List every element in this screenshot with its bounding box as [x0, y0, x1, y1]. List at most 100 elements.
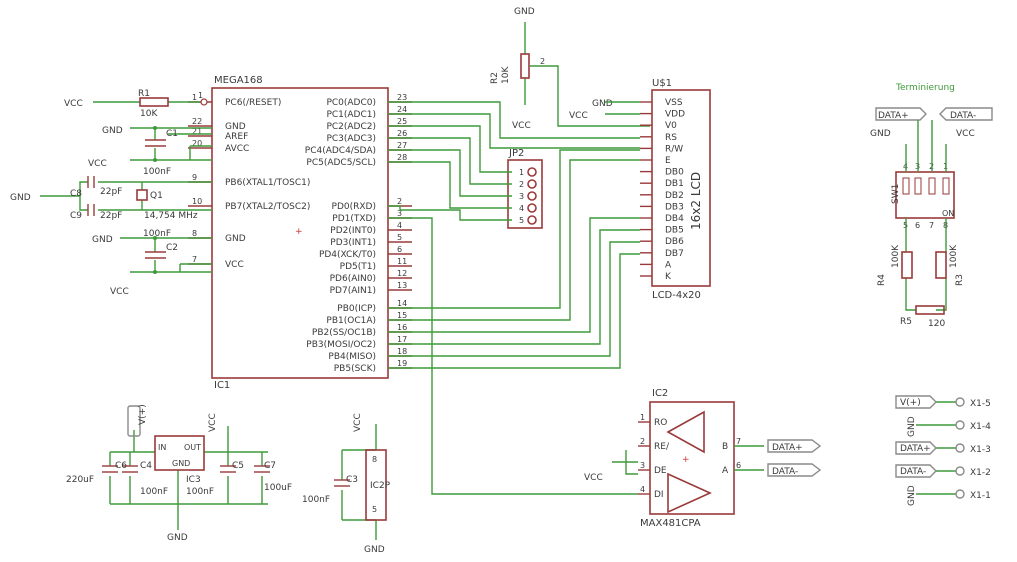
- x1-pin-label: X1-1: [970, 491, 991, 501]
- ic1-right-pin-label: PD7(AIN1): [330, 286, 376, 296]
- ic2-ref: IC2: [652, 388, 668, 399]
- q1-ref: Q1: [150, 191, 163, 201]
- c2-ref: C2: [166, 243, 178, 253]
- x1-pin-ring: [955, 443, 965, 453]
- x1-signal-label: GND: [907, 416, 917, 437]
- ic1-right-pin-label: PB0(ICP): [337, 304, 376, 314]
- bus-wiring: [388, 101, 640, 495]
- ic3-in-label: IN: [158, 443, 166, 452]
- ic1-left-pin-num: 22: [192, 117, 202, 126]
- ic1-name: MEGA168: [214, 75, 263, 86]
- ic1-right-pin-label: PB1(OC1A): [326, 316, 376, 326]
- ic1-right-pin-num: 25: [397, 117, 407, 126]
- ic1-left-pin-label: PB7(XTAL2/TOSC2): [225, 202, 310, 212]
- ic2p-vcc-label: VCC: [353, 413, 363, 432]
- ic1-right-pin-label: PD0(RXD): [332, 202, 376, 212]
- lcd-pin-label: DB3: [665, 202, 684, 212]
- ic2-pin-num: 4: [640, 485, 645, 494]
- ic1-left-pin-label: PB6(XTAL1/TOSC1): [225, 178, 310, 188]
- ic2p-pin-bottom: 5: [372, 505, 377, 514]
- lcd-pin-label: A: [665, 260, 672, 270]
- r4-ref: R4: [877, 274, 887, 286]
- ic2-out-pin-label: B: [722, 442, 728, 452]
- vcc-dec-vcc-label: VCC: [110, 287, 129, 297]
- r1-value: 10K: [140, 109, 158, 119]
- crystal-gnd-label: GND: [10, 193, 31, 203]
- ic1-right-pin-label: PB3(MOSI/OC2): [306, 340, 376, 350]
- lcd-pin-label: R/W: [665, 144, 683, 154]
- c9-value: 22pF: [100, 211, 122, 221]
- crystal-circuit: GND C8 22pF C9 22pF Q1 14,754 MHz: [10, 176, 212, 221]
- ic1-right-pin-label: PC0(ADC0): [326, 98, 376, 108]
- ic1-right-pin-label: PD2(INT0): [330, 226, 376, 236]
- vcc-dec-gnd-label: GND: [92, 235, 113, 245]
- lcd-pin-label: K: [665, 272, 672, 282]
- x1-pin-label: X1-3: [970, 445, 991, 455]
- x1-pin-ring: [955, 420, 965, 430]
- r1-ref: R1: [138, 89, 150, 99]
- r3-ref: R3: [955, 274, 965, 286]
- ic1-right-pin-num: 26: [397, 129, 407, 138]
- ic1-left-pin-label: GND: [225, 234, 246, 244]
- jp2-pin-num: 3: [519, 192, 524, 201]
- lcd-pin-label: DB5: [665, 226, 684, 236]
- r2-value: 10K: [501, 66, 511, 84]
- ic1-right-pin-label: PD3(INT1): [330, 238, 376, 248]
- r4-value: 100K: [891, 244, 901, 268]
- ic1-right-pin-num: 18: [397, 347, 407, 356]
- c3-ref: C3: [346, 475, 358, 485]
- c2-value: 100nF: [143, 229, 171, 239]
- jp2-pin-num: 1: [519, 168, 524, 177]
- ic1-right-pin-num: 4: [397, 221, 402, 230]
- ic1-left-pin-num: 8: [192, 229, 197, 238]
- lcd-pin-label: DB6: [665, 237, 684, 247]
- ic1-left-pin-num: 7: [192, 255, 197, 264]
- ic1-left-pin-num: 10: [192, 197, 202, 206]
- q1-value: 14,754 MHz: [144, 211, 198, 221]
- x1-signal-label: DATA+: [900, 444, 931, 454]
- ic3-vcc-label: VCC: [208, 413, 218, 432]
- ic1-right-pin-num: 27: [397, 141, 407, 150]
- ic1-left-pin-num: 21: [192, 127, 202, 136]
- sw1-lever: [902, 177, 910, 195]
- ic2p-pin-top: 8: [372, 455, 377, 464]
- ic2-pin-label: DE: [654, 466, 667, 476]
- ic2p-label: IC2P: [370, 481, 391, 491]
- ic1-right-pin-num: 24: [397, 105, 407, 114]
- c7-value: 100uF: [264, 483, 292, 493]
- ic1-left-pin-num: 20: [192, 139, 202, 148]
- ic2-pin-num: 1: [640, 413, 645, 422]
- x1-signal-label: V(+): [900, 398, 921, 408]
- x1-pin-label: X1-2: [970, 468, 991, 478]
- ic1-right-pin-label: PB5(SCK): [334, 364, 376, 374]
- ic1-right-pin-label: PB2(SS/OC1B): [312, 328, 376, 338]
- jp2-ref: JP2: [508, 148, 524, 159]
- jp2-pin-num: 2: [519, 180, 524, 189]
- contrast-pot-r2[interactable]: GND R2 10K 2 VCC: [490, 7, 650, 131]
- ic1-right-pin-num: 3: [397, 209, 402, 218]
- ic1-right-pin-label: PC2(ADC2): [326, 122, 376, 132]
- lcd-module[interactable]: U$1 16x2 LCD LCD-4x20 VSSVDDV0RSR/WEDB0D…: [569, 78, 711, 301]
- c1-value: 100nF: [143, 167, 171, 177]
- ic1-right-pin-num: 16: [397, 323, 407, 332]
- ic1-mega168[interactable]: MEGA168 IC1 + 1PC6(/RESET)22GND21AREF20A…: [188, 75, 412, 391]
- lcd-ref: U$1: [652, 78, 672, 89]
- sw1-lever: [914, 177, 922, 195]
- x1-port-shape: [895, 395, 937, 409]
- r2-ref: R2: [490, 72, 500, 84]
- ic2-out-pin-label: A: [722, 466, 729, 476]
- ic2-data-plus-label: DATA+: [772, 443, 803, 453]
- sw1-vcc-label: VCC: [956, 129, 975, 139]
- ic1-right-pin-num: 15: [397, 311, 407, 320]
- jp2-pin-pad: [527, 167, 537, 177]
- lcd-pin-label: DB4: [665, 214, 684, 224]
- ic2-pin-label: RE/: [654, 442, 670, 452]
- ic2-data-minus-label: DATA-: [772, 467, 798, 477]
- sw1-data-plus-label: DATA+: [878, 111, 909, 121]
- ic3-gnd-label: GND: [172, 459, 190, 468]
